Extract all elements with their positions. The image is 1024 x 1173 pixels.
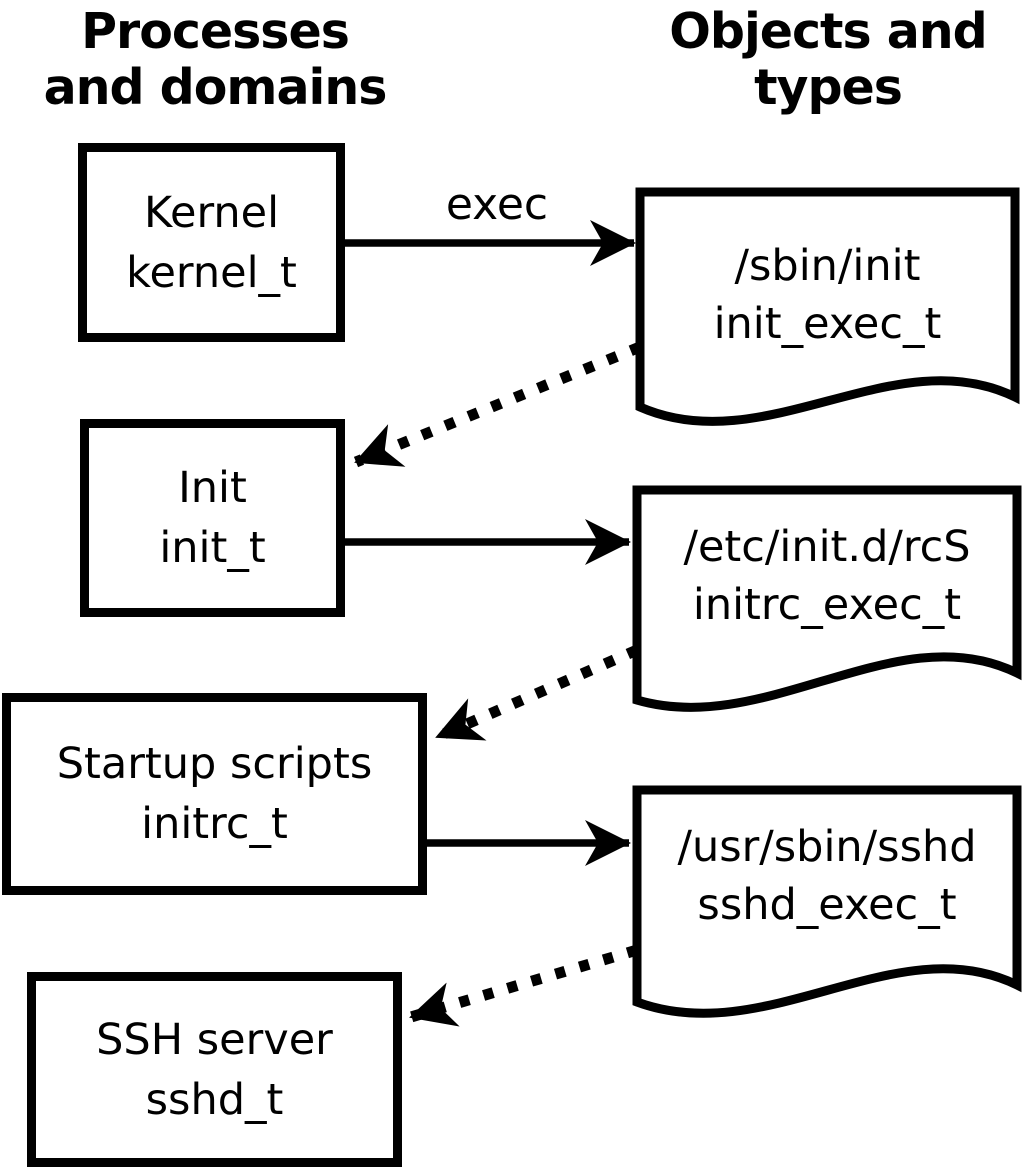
ssh-server-name: SSH server bbox=[96, 1014, 333, 1065]
sbin-init-doc-label: /sbin/init init_exec_t bbox=[640, 205, 1015, 385]
init-name: Init bbox=[178, 463, 247, 513]
init-box bbox=[80, 419, 345, 617]
header-processes-and-domains: Processes and domains bbox=[15, 4, 415, 116]
kernel-node-label: Kernel kernel_t bbox=[78, 143, 345, 342]
etc-initd-rcs-type: initrc_exec_t bbox=[692, 580, 962, 630]
usr-sbin-sshd-type: sshd_exec_t bbox=[697, 880, 957, 930]
kernel-name: Kernel bbox=[143, 187, 280, 238]
exec-edge-label: exec bbox=[445, 179, 549, 230]
etc-initd-rcs-path: /etc/init.d/rcS bbox=[683, 522, 971, 572]
sbin-init-document-shape bbox=[635, 187, 1020, 426]
startup-scripts-domain: initrc_t bbox=[141, 799, 288, 849]
transition-arrow-sbin-init-to-init bbox=[353, 341, 643, 468]
startup-scripts-box bbox=[2, 693, 427, 895]
kernel-box bbox=[78, 143, 345, 342]
ssh-server-box bbox=[27, 972, 402, 1167]
kernel-domain: kernel_t bbox=[126, 247, 297, 298]
ssh-server-domain: sshd_t bbox=[145, 1074, 284, 1125]
header-processes-line1: Processes bbox=[81, 3, 350, 60]
sbin-init-type: init_exec_t bbox=[713, 299, 942, 349]
etc-initd-rcs-document-shape bbox=[632, 485, 1022, 712]
usr-sbin-sshd-document-shape bbox=[632, 785, 1022, 1018]
header-processes-line2: and domains bbox=[43, 59, 388, 116]
header-objects-line1: Objects and bbox=[669, 3, 987, 60]
header-objects-and-types: Objects and types bbox=[628, 4, 1024, 116]
usr-sbin-sshd-path: /usr/sbin/sshd bbox=[677, 822, 977, 872]
startup-scripts-name: Startup scripts bbox=[56, 739, 373, 789]
usr-sbin-sshd-doc-label: /usr/sbin/sshd sshd_exec_t bbox=[637, 790, 1017, 962]
init-node-label: Init init_t bbox=[80, 419, 345, 617]
transition-arrow-rcs-to-startup bbox=[434, 644, 640, 743]
transition-arrow-sshd-to-ssh-server bbox=[409, 944, 639, 1027]
init-domain: init_t bbox=[159, 523, 266, 573]
etc-initd-rcs-doc-label: /etc/init.d/rcS initrc_exec_t bbox=[637, 490, 1017, 662]
ssh-server-node-label: SSH server sshd_t bbox=[27, 972, 402, 1167]
header-objects-line2: types bbox=[754, 59, 903, 116]
startup-scripts-node-label: Startup scripts initrc_t bbox=[2, 693, 427, 895]
sbin-init-path: /sbin/init bbox=[734, 241, 921, 291]
